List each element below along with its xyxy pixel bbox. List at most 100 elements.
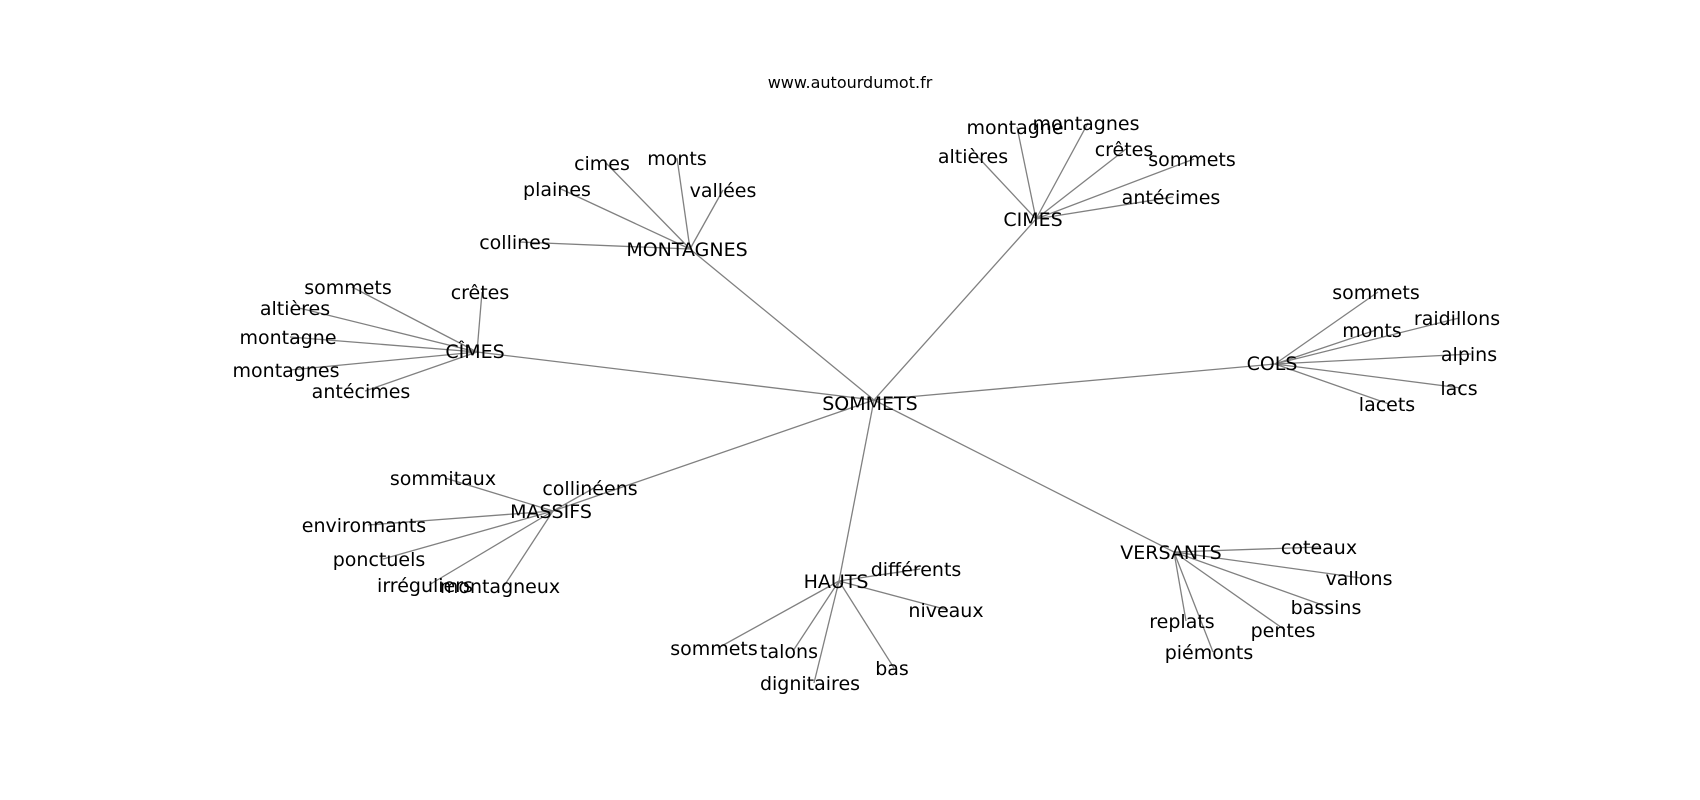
leaf-node: lacets [1359, 394, 1415, 416]
leaf-node: vallées [690, 180, 757, 202]
edge-line [518, 241, 691, 250]
leaf-node: bas [875, 658, 909, 680]
leaf-node: crêtes [451, 282, 510, 304]
edge-line [1035, 196, 1174, 220]
edge-line [1016, 126, 1037, 220]
edge-line [1274, 363, 1462, 389]
labels: www.autourdumot.fr SOMMETS MONTAGNES cim… [233, 73, 1501, 695]
leaf-node: piémonts [1165, 642, 1254, 664]
edge-line [1274, 291, 1379, 365]
leaf-node: vallons [1325, 568, 1392, 590]
hub-node: CÎMES [445, 340, 504, 363]
leaf-node: montagneux [440, 576, 560, 598]
leaf-node: collines [479, 232, 551, 254]
edge-line [838, 580, 949, 611]
leaf-node: sommets [304, 277, 392, 299]
edge-line [364, 351, 478, 392]
edge-line [605, 162, 691, 250]
edge-line [792, 580, 840, 652]
edge-line [382, 510, 554, 560]
leaf-node: antécimes [1122, 187, 1221, 209]
hub-node: CIMES [1003, 209, 1062, 231]
edge-line [1035, 122, 1089, 220]
leaf-node: monts [1342, 320, 1402, 342]
leaf-node: montagnes [233, 360, 340, 382]
edges [289, 122, 1472, 684]
edge-line [560, 188, 691, 250]
edge-line [813, 580, 840, 684]
edge-line [1173, 551, 1286, 631]
edge-line [838, 399, 875, 582]
edge-line [289, 336, 478, 353]
leaf-node: sommets [1148, 149, 1236, 171]
edge-line [367, 510, 554, 526]
edge-line [838, 568, 921, 582]
edge-line [873, 218, 1037, 401]
leaf-node: montagnes [1033, 113, 1140, 135]
hub-node: MONTAGNES [626, 239, 747, 261]
edge-line [1173, 551, 1362, 579]
leaf-node: sommets [670, 638, 758, 660]
leaf-node: sommitaux [390, 468, 496, 490]
leaf-node: pentes [1251, 620, 1316, 642]
site-watermark: www.autourdumot.fr [768, 73, 933, 92]
edge-line [1274, 317, 1460, 365]
leaf-node: coteaux [1281, 537, 1357, 559]
leaf-node: alpins [1441, 344, 1497, 366]
edge-line [873, 399, 1175, 553]
leaf-node: environnants [302, 515, 426, 537]
edge-line [873, 363, 1276, 401]
leaf-node: sommets [1332, 282, 1420, 304]
edge-line [1173, 551, 1214, 653]
hub-node: MASSIFS [510, 501, 592, 523]
edge-line [717, 580, 840, 649]
leaf-node: montagne [966, 117, 1063, 139]
leaf-node: antécimes [312, 381, 411, 403]
edge-line [1274, 353, 1472, 365]
hub-node: HAUTS [804, 571, 869, 593]
edge-line [298, 307, 478, 353]
edge-line [289, 351, 478, 371]
leaf-node: talons [760, 641, 818, 663]
edge-line [1274, 329, 1377, 365]
leaf-node: dignitaires [760, 673, 860, 695]
edge-line [1274, 363, 1390, 405]
edge-line [552, 487, 595, 512]
leaf-node: cimes [574, 153, 630, 175]
edge-line [689, 248, 875, 401]
leaf-node: montagne [239, 327, 336, 349]
leaf-node: lacs [1440, 378, 1477, 400]
edge-line [476, 351, 875, 401]
edge-line [476, 291, 483, 353]
edge-line [976, 155, 1037, 220]
edge-line [1173, 551, 1187, 622]
edge-line [1173, 546, 1322, 553]
edge-line [1035, 148, 1127, 220]
leaf-node: niveaux [908, 600, 983, 622]
leaf-node: irréguliers [377, 575, 473, 597]
center-node: SOMMETS [822, 393, 917, 415]
leaf-node: plaines [523, 179, 591, 201]
edge-line [1035, 158, 1195, 220]
edge-line [351, 286, 478, 353]
leaf-node: ponctuels [333, 549, 426, 571]
leaf-node: replats [1149, 611, 1214, 633]
hub-node: VERSANTS [1120, 542, 1222, 564]
leaf-node: altières [260, 298, 330, 320]
edge-line [444, 477, 554, 512]
edge-line [428, 510, 554, 586]
leaf-node: crêtes [1095, 139, 1154, 161]
edge-line [689, 189, 724, 250]
edge-line [552, 399, 875, 512]
edge-line [1173, 551, 1329, 608]
leaf-node: altières [938, 146, 1008, 168]
leaf-node: monts [647, 148, 707, 170]
edge-line [676, 157, 691, 250]
leaf-node: différents [871, 559, 962, 581]
edge-line [503, 510, 554, 587]
leaf-node: bassins [1291, 597, 1362, 619]
leaf-node: collinéens [542, 478, 637, 500]
edge-line [838, 580, 895, 669]
hub-node: COLS [1247, 353, 1298, 375]
